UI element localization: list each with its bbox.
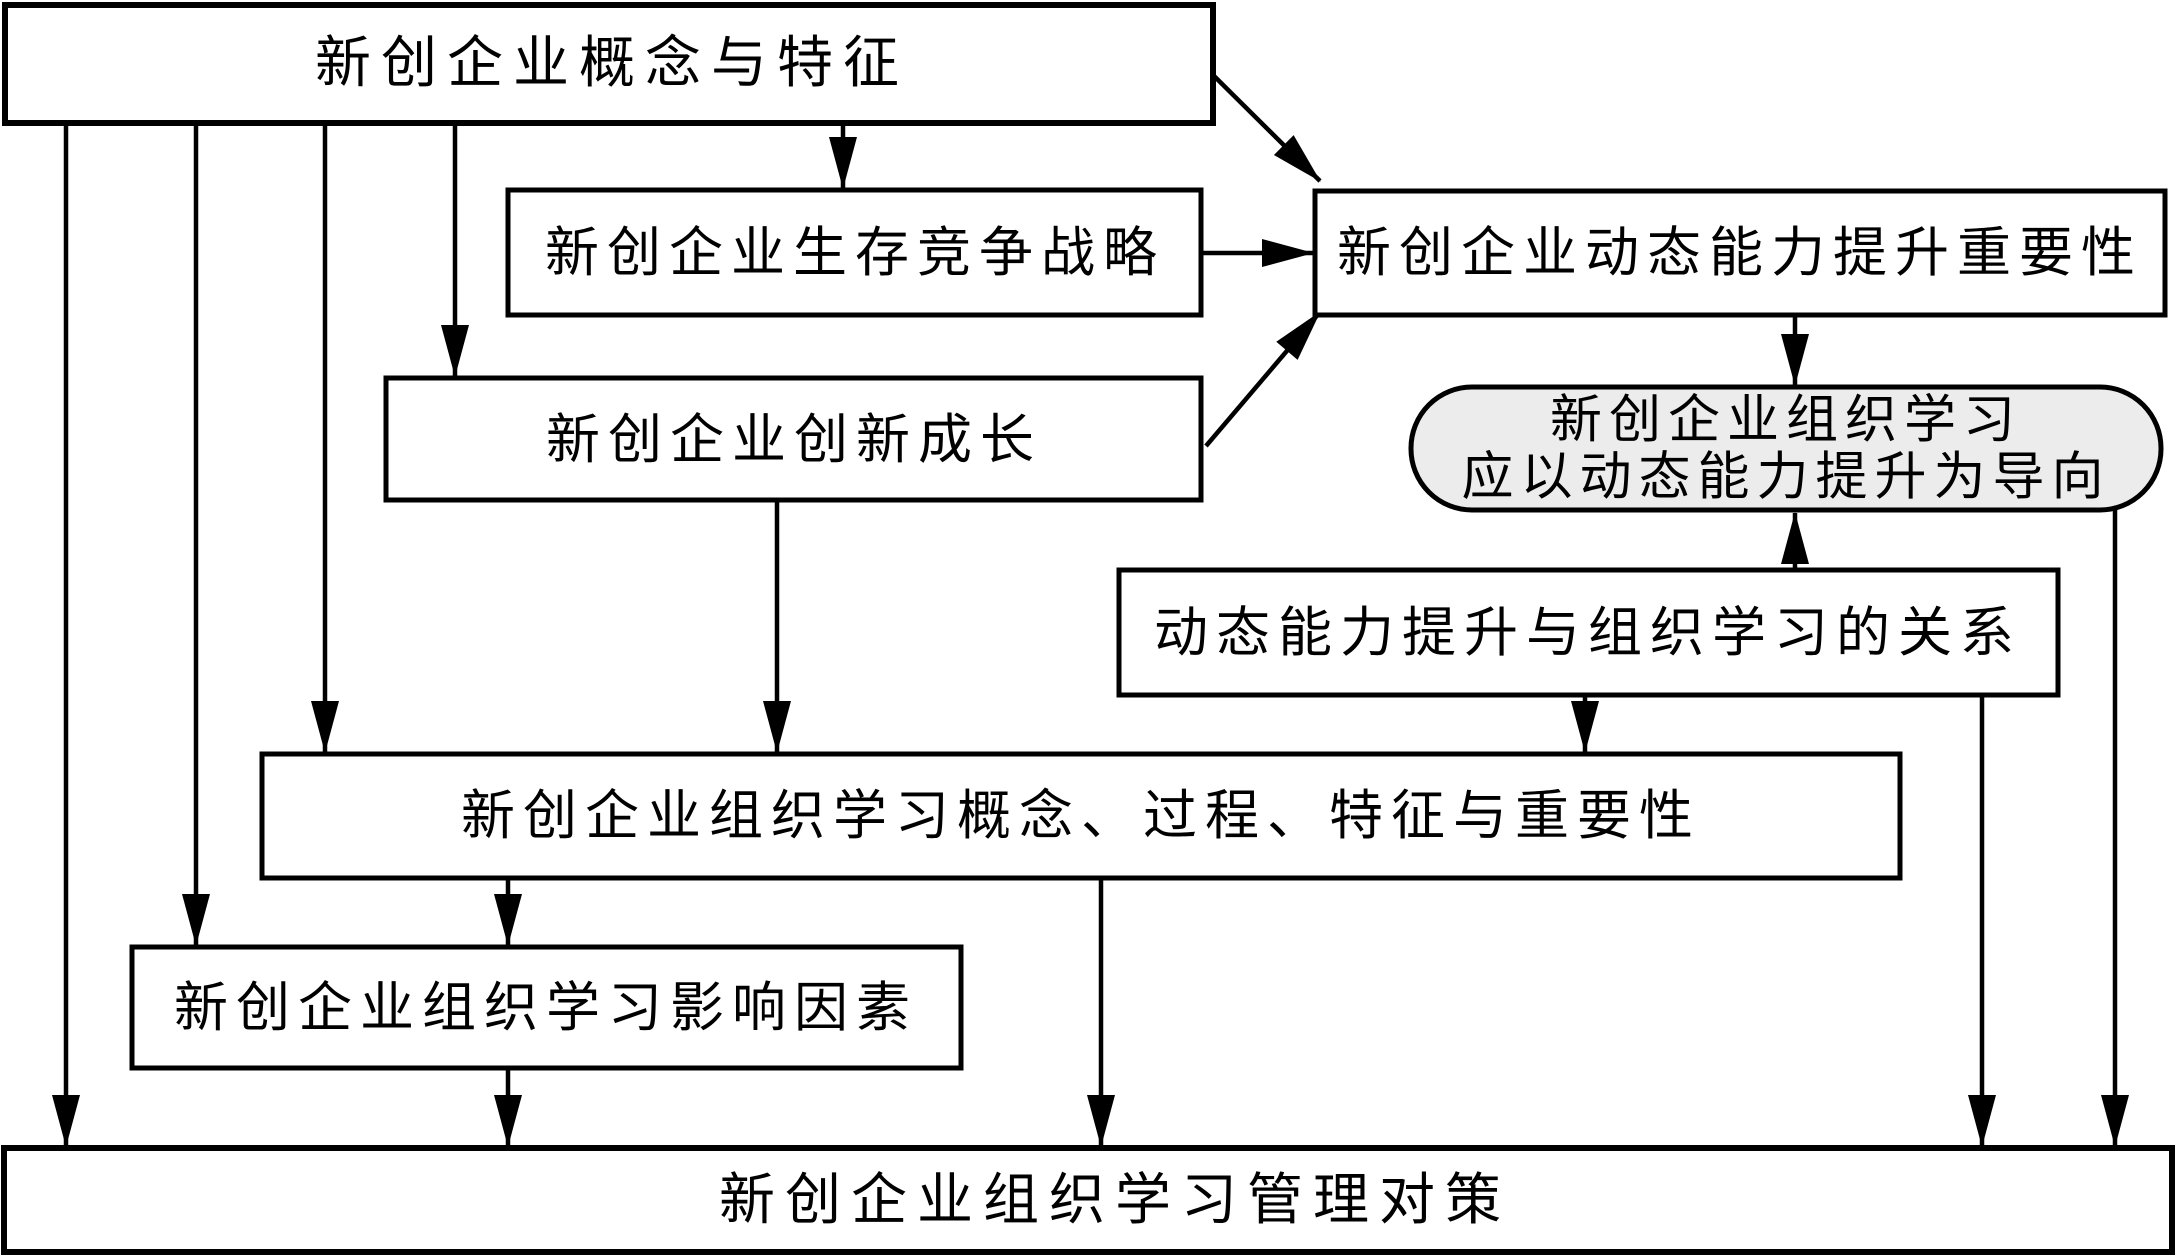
box-orientation	[1408, 384, 2164, 513]
box-relationship	[1116, 567, 2061, 698]
box-importance-label: 新创企业动态能力提升重要性	[1337, 223, 2143, 283]
box-concept-label: 新创企业概念与特征	[315, 33, 909, 95]
box-concept	[2, 2, 1216, 126]
box-factors-label: 新创企业组织学习影响因素	[174, 978, 918, 1038]
box-ol-overview	[259, 751, 1903, 881]
arrow-innovation-to-importance	[1204, 310, 1322, 448]
box-ol-overview-label: 新创企业组织学习概念、过程、特征与重要性	[461, 786, 1701, 846]
box-survival-label: 新创企业生存竞争战略	[545, 223, 1165, 283]
box-importance	[1312, 188, 2168, 318]
box-strategy	[1, 1145, 2175, 1255]
arrow-concept-to-importance	[1208, 70, 1322, 183]
box-factors	[129, 944, 964, 1071]
connectors	[52, 70, 2129, 1147]
box-orientation-label-line2: 应以动态能力提升为导向	[1461, 450, 2110, 507]
box-strategy-label: 新创企业组织学习管理对策	[719, 1170, 1511, 1232]
box-relationship-label: 动态能力提升与组织学习的关系	[1154, 603, 2022, 663]
box-innovation	[383, 375, 1204, 503]
box-orientation-label-line1: 新创企业组织学习	[1550, 393, 2022, 450]
box-survival	[505, 187, 1204, 318]
box-innovation-label: 新创企业创新成长	[546, 410, 1042, 470]
